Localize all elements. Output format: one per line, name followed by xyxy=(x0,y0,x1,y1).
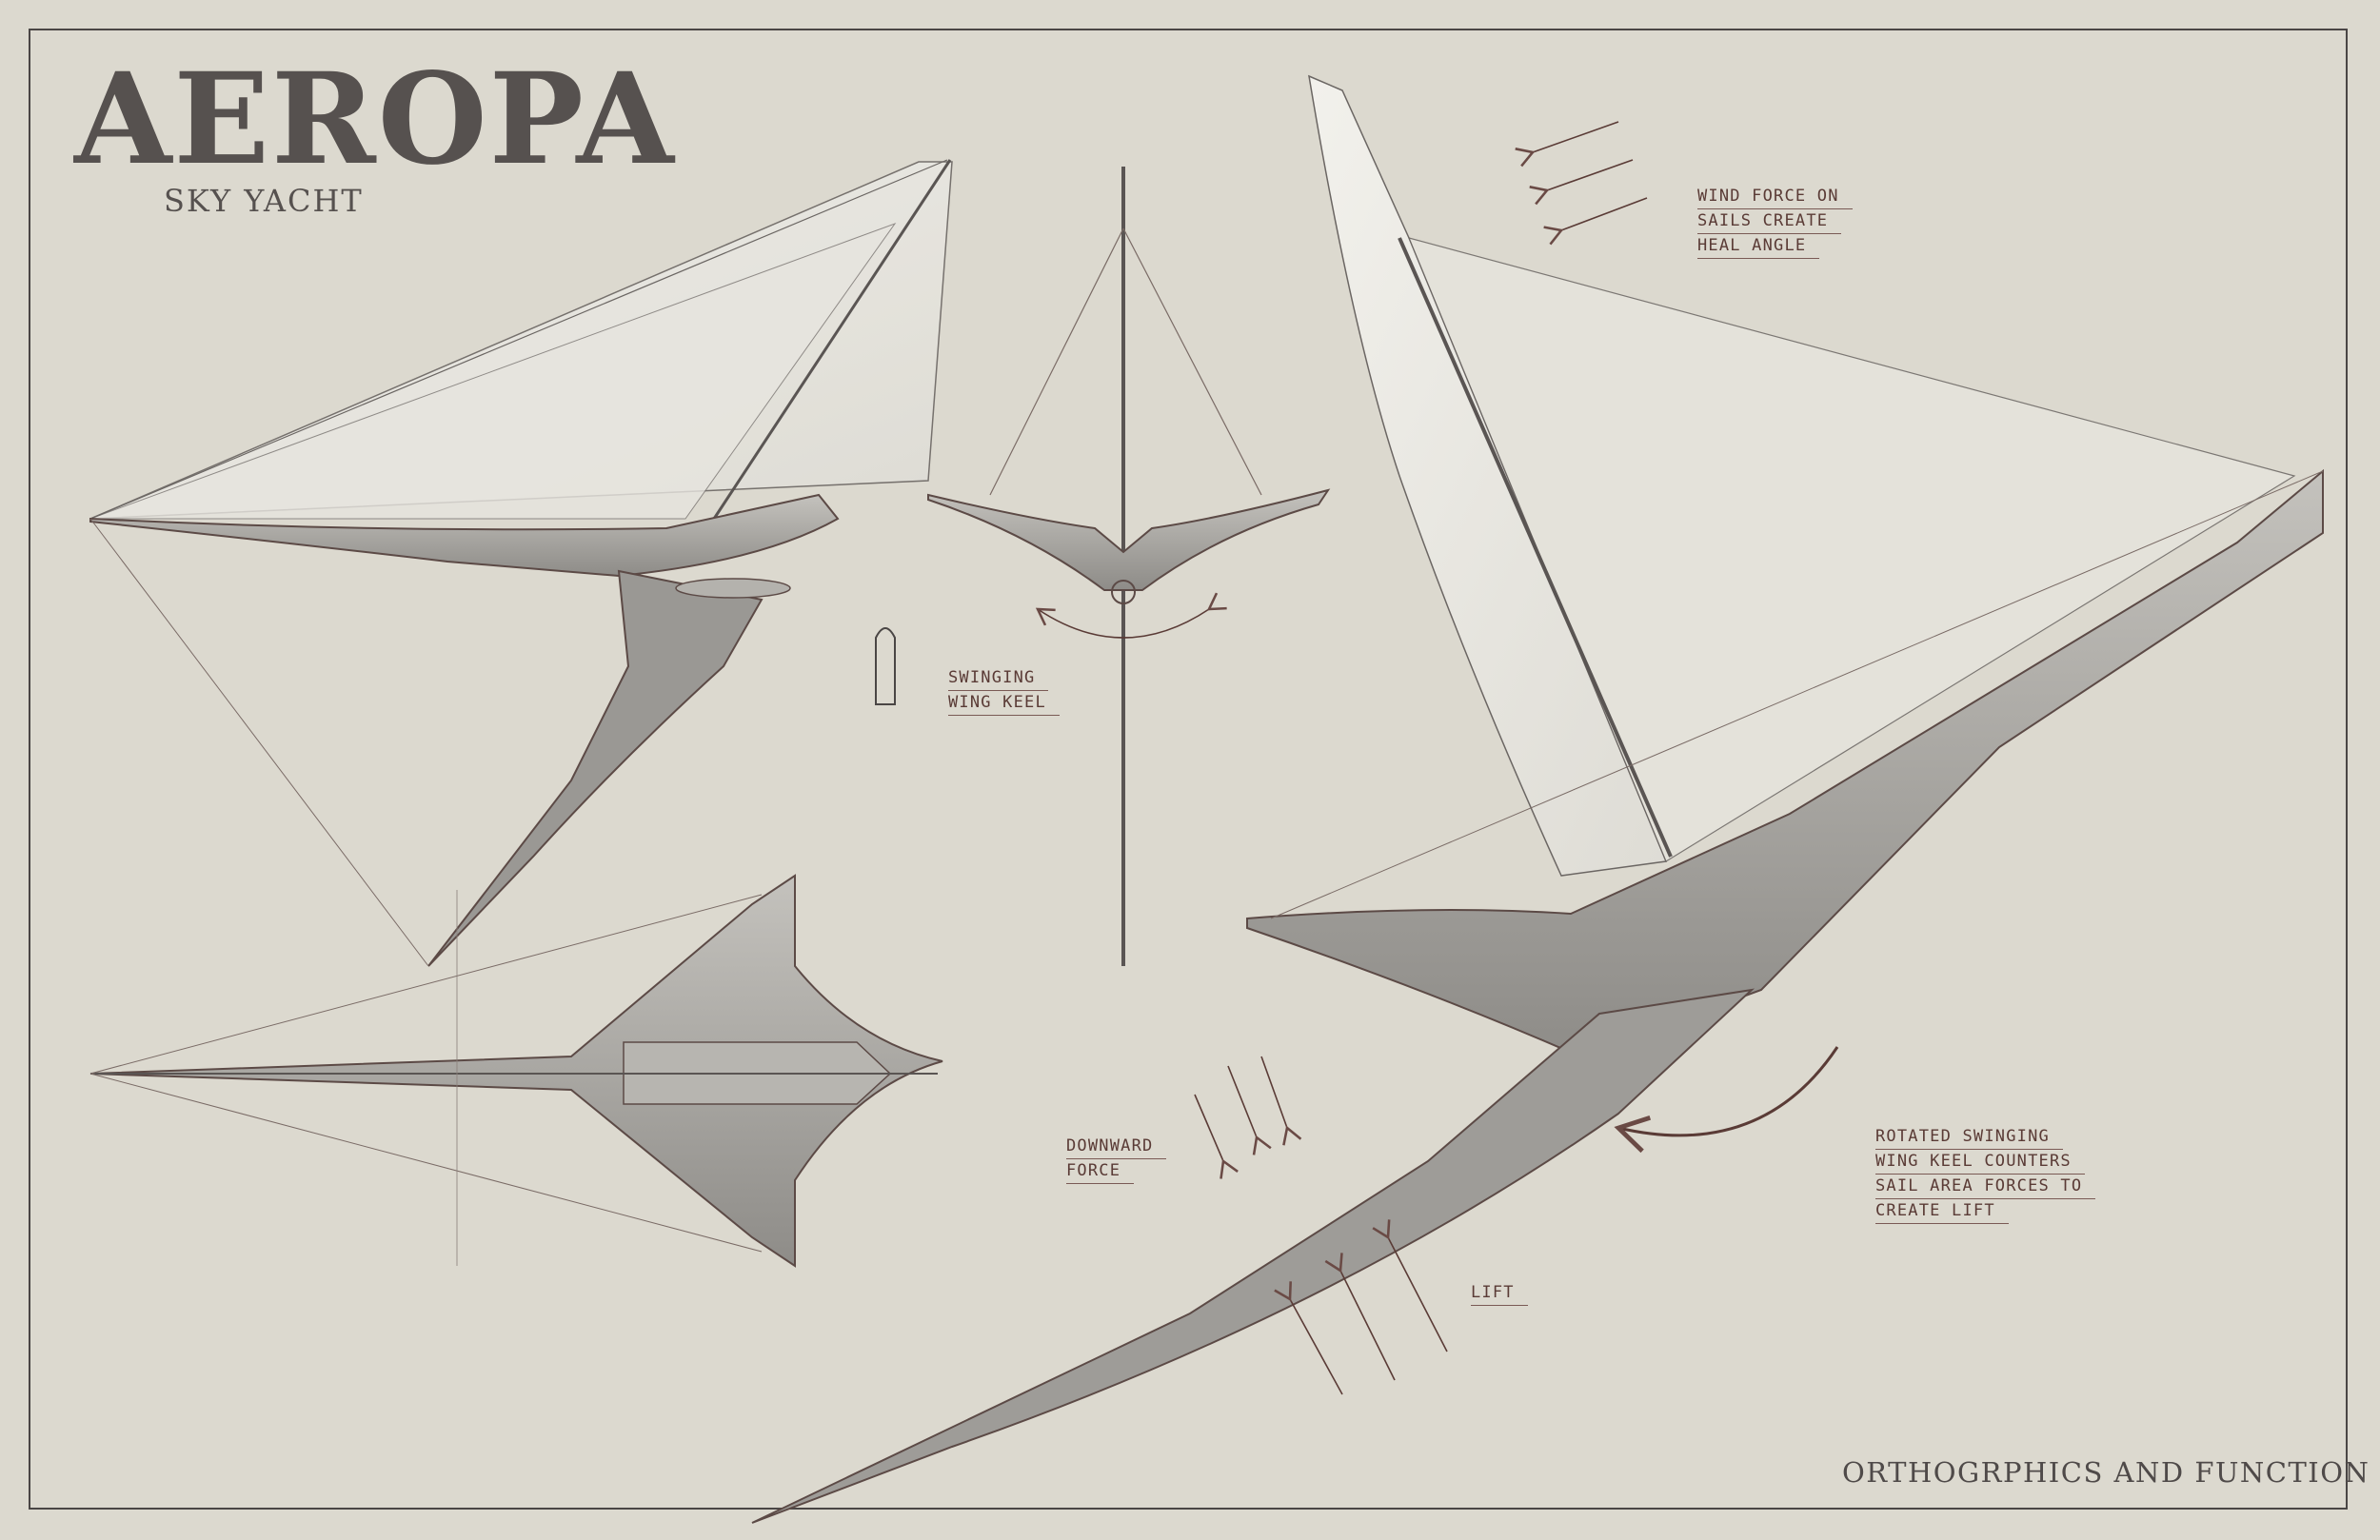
rotated-note-line-1: ROTATED SWINGING xyxy=(1875,1125,2063,1150)
front-view xyxy=(875,167,1331,966)
lift-note: LIFT xyxy=(1471,1281,1528,1306)
perspective-view xyxy=(751,74,2324,1524)
downward-note-line-2: FORCE xyxy=(1066,1159,1135,1184)
swinging-keel-note: SWINGING WING KEEL xyxy=(948,666,1060,716)
wind-note-line-1: WIND FORCE ON xyxy=(1697,185,1853,209)
wind-note-line-2: SAILS CREATE xyxy=(1697,209,1842,234)
rotated-note-line-4: CREATE LIFT xyxy=(1875,1199,2009,1224)
rotated-note-line-3: SAIL AREA FORCES TO xyxy=(1875,1175,2096,1199)
rotated-keel-note: ROTATED SWINGING WING KEEL COUNTERS SAIL… xyxy=(1875,1125,2096,1224)
top-view xyxy=(89,874,943,1268)
wind-note-line-3: HEAL ANGLE xyxy=(1697,234,1820,259)
rotated-note-line-2: WING KEEL COUNTERS xyxy=(1875,1150,2085,1175)
side-view xyxy=(89,159,953,967)
lift-note-line: LIFT xyxy=(1471,1281,1528,1306)
sheet-border xyxy=(29,29,2348,1510)
keel-note-line-1: SWINGING xyxy=(948,666,1049,691)
brand-subtitle: SKY YACHT xyxy=(164,183,364,219)
keel-note-line-2: WING KEEL xyxy=(948,691,1060,716)
brand-title: AEROPA xyxy=(74,46,676,193)
wind-force-note: WIND FORCE ON SAILS CREATE HEAL ANGLE xyxy=(1697,185,1853,259)
lift-arrows xyxy=(1274,1219,1448,1395)
sheet-footer: ORTHOGRPHICS AND FUNCTION xyxy=(1842,1456,2370,1489)
downward-note-line-1: DOWNWARD xyxy=(1066,1135,1167,1159)
downward-force-note: DOWNWARD FORCE xyxy=(1066,1135,1167,1184)
downward-arrows xyxy=(1194,1056,1302,1179)
wind-arrows xyxy=(1515,121,1648,246)
